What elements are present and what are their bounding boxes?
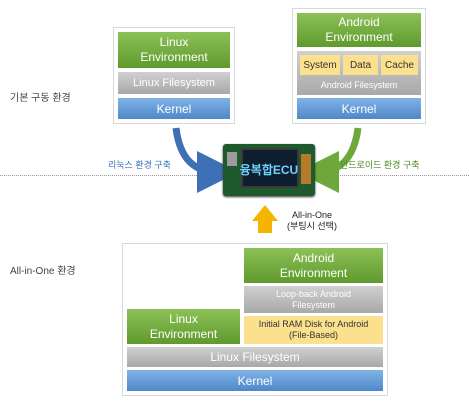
linux-build-label: 리눅스 환경 구축 — [108, 160, 171, 170]
allinone-ramdisk-box: Initial RAM Disk for Android (File-Based… — [244, 316, 383, 344]
linux-environment-box: Linux Environment — [118, 32, 230, 68]
partition-system: System — [300, 55, 340, 75]
allinone-env-label: All-in-One 환경 — [10, 266, 76, 277]
allinone-up-arrow — [252, 205, 278, 233]
ecu-board-image — [223, 144, 315, 196]
allinone-linux-filesystem-box: Linux Filesystem — [127, 347, 383, 367]
ecu-board-screen — [241, 148, 299, 188]
ecu-label: 융복합ECU — [239, 163, 299, 177]
allinone-loopback-box: Loop-back Android Filesystem — [244, 286, 383, 313]
linux-filesystem-box: Linux Filesystem — [118, 72, 230, 94]
android-environment-box: Android Environment — [297, 13, 421, 47]
android-build-arrow — [297, 127, 362, 193]
android-build-label: 안드로이드 환경 구축 — [340, 160, 420, 170]
linux-build-arrow — [172, 127, 239, 193]
allinone-linux-environment-box: Linux Environment — [127, 309, 240, 344]
linux-kernel-box: Kernel — [118, 98, 230, 119]
allinone-caption-title: All-in-One — [291, 210, 332, 220]
ecu-board-chip — [227, 152, 237, 166]
android-filesystem-label: Android Filesystem — [320, 80, 398, 90]
allinone-caption-sub: (부팅시 선택) — [287, 221, 337, 231]
ecu-board-connector — [301, 154, 311, 184]
basic-env-label: 기본 구동 환경 — [10, 93, 71, 104]
partition-cache: Cache — [381, 55, 418, 75]
allinone-kernel-box: Kernel — [127, 370, 383, 391]
allinone-android-environment-box: Android Environment — [244, 248, 383, 283]
partition-data: Data — [343, 55, 378, 75]
android-kernel-box: Kernel — [297, 98, 421, 119]
